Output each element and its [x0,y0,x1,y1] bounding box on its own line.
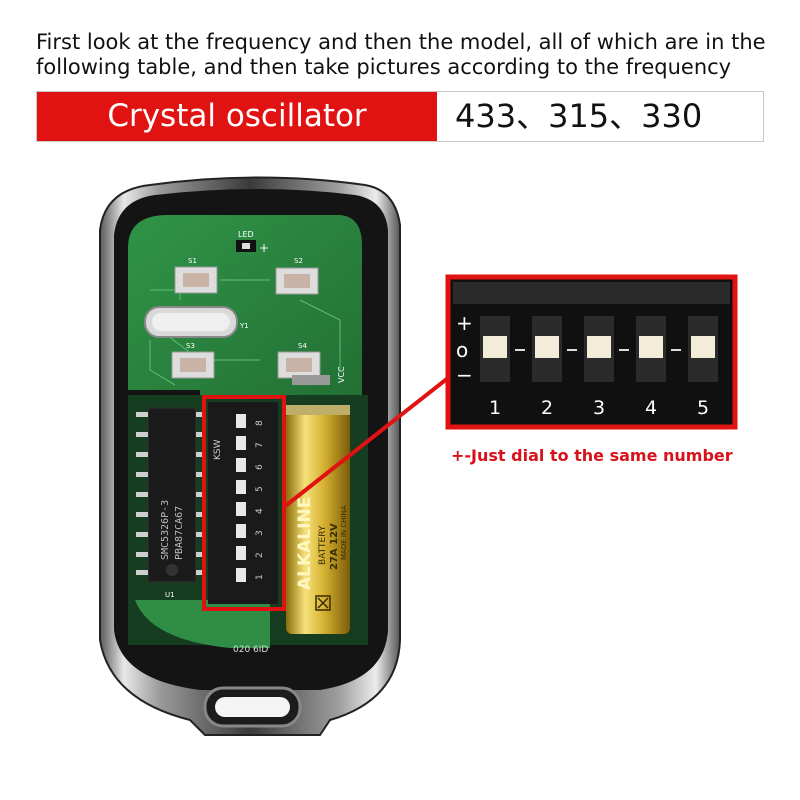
ic-chip: SMC5326P-3 PBA87CA67 [136,407,206,583]
board-dip-number-8: 8 [255,420,265,426]
button-s1: S1 [174,257,218,294]
board-dip-number-6: 6 [255,464,265,470]
zoom-switch-knob-4 [639,336,663,358]
frequency-label: Crystal oscillator frequency [37,92,437,183]
s3-label: S3 [186,342,195,350]
zoom-connector [282,376,450,509]
vcc-label: VCC [337,366,346,383]
ic-line-1: SMC5326P-3 [160,500,171,560]
u1-label: U1 [165,591,175,599]
battery-line-3: MADE IN CHINA [340,505,348,560]
dip-instruction-note: +-Just dial to the same number [451,446,733,465]
zoom-switch-number-3: 3 [593,397,605,419]
zoom-switch-knob-5 [691,336,715,358]
zoom-switch-knob-1 [483,336,507,358]
zoom-switch-number-2: 2 [541,397,553,419]
dip-highlight-box [202,395,286,611]
board-dip-number-2: 2 [255,552,265,558]
zoom-switch-number-4: 4 [645,397,657,419]
zoom-switch-number-1: 1 [489,397,501,419]
board-dip-number-5: 5 [255,486,265,492]
button-s4: S4 [277,342,321,379]
board-dip-number-4: 4 [255,508,265,514]
ksw-label: KSW [213,439,223,460]
board-dip-number-7: 7 [255,442,265,448]
s1-label: S1 [188,257,197,265]
board-dip-number-3: 3 [255,530,265,536]
zoom-switch-dash [619,349,629,351]
zoom-minus: − [456,363,473,387]
intro-text: First look at the frequency and then the… [36,30,776,80]
y1-label: Y1 [239,322,249,330]
battery-brand: ALKALINE [295,497,315,590]
zoom-switch-dash [515,349,525,351]
led-label: LED [238,230,254,239]
battery-line-2: 27A 12V [329,523,340,570]
battery: ALKALINE BATTERY 27A 12V MADE IN CHINA [286,405,350,634]
button-s2: S2 [275,257,319,295]
battery-line-1: BATTERY [318,525,328,565]
ic-line-2: PBA87CA67 [174,506,185,560]
zoom-switch-number-5: 5 [697,397,709,419]
zoom-switch-dash [567,349,577,351]
s2-label: S2 [294,257,303,265]
intro-line-1: First look at the frequency and then the… [36,30,766,54]
zoom-switch-dash [671,349,681,351]
button-s3: S3 [171,342,215,379]
zoom-plus: + [456,311,473,335]
frequency-values: 433、315、330 [455,97,703,135]
intro-line-2: following table, and then take pictures … [36,55,732,79]
board-code: 020 6ID [233,645,268,655]
frequency-table: Crystal oscillator frequency 433、315、330 [36,91,764,183]
svg-text:+: + [259,241,269,255]
dip-zoom-panel: + o − 1 2 3 4 5 [445,274,738,430]
zoom-switch-knob-3 [587,336,611,358]
board-dip-switch: 1 2 3 4 5 6 7 8 KSW [208,402,278,604]
zoom-switch-knob-2 [535,336,559,358]
board-dip-number-1: 1 [255,574,265,580]
s4-label: S4 [298,342,307,350]
zoom-zero: o [456,338,468,362]
